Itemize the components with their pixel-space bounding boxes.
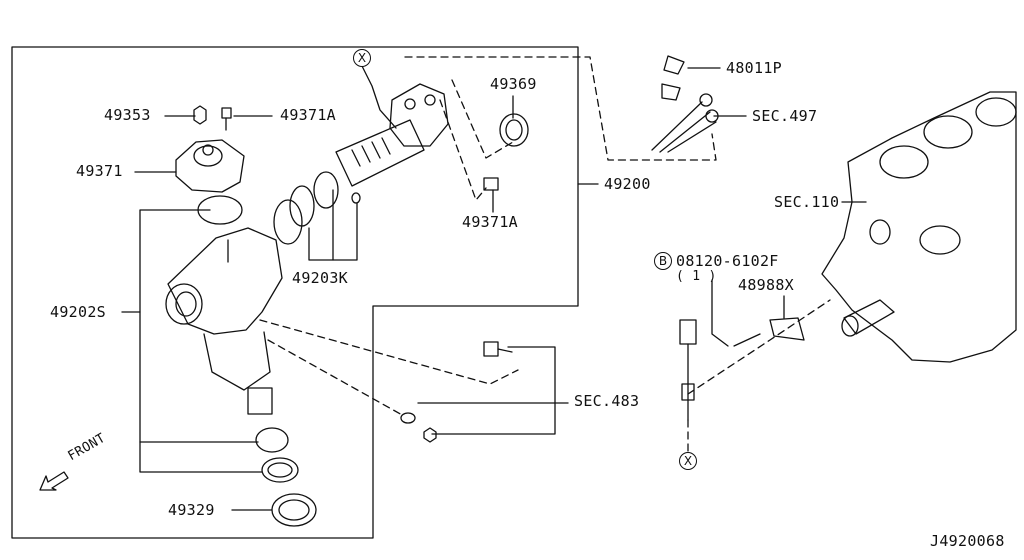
gear-lower <box>204 332 270 390</box>
block-boss <box>920 226 960 254</box>
clip-48011p <box>662 56 684 100</box>
label-49202s: 49202S <box>50 303 106 321</box>
label-bolt-qty: ( 1 ) <box>676 269 717 284</box>
valve-port-1 <box>405 99 415 109</box>
valve-hose <box>362 66 396 128</box>
washer-sec483 <box>401 413 415 423</box>
bore-3 <box>976 98 1016 126</box>
front-indicator: FRONT <box>36 431 132 494</box>
label-diagram-id: J4920068 <box>930 532 1005 550</box>
seal-49369-shape <box>500 114 528 146</box>
label-49200: 49200 <box>604 175 651 193</box>
oring-4 <box>352 193 360 203</box>
dash-hose-route <box>405 57 716 160</box>
bolt-sec483 <box>484 342 498 356</box>
label-sec497: SEC.497 <box>752 107 818 125</box>
connector-marker-top: X <box>353 49 371 67</box>
gear-housing <box>168 228 282 334</box>
dash-valve-link <box>440 100 486 200</box>
cover-49371-shape <box>176 140 244 192</box>
leader-sec483 <box>432 347 555 434</box>
block-nozzle-end <box>842 316 858 336</box>
block-port <box>870 220 890 244</box>
leader-49202s <box>140 210 262 472</box>
block-nozzle <box>844 300 894 334</box>
gear-port-inner <box>176 292 196 316</box>
valve-body <box>390 84 448 146</box>
label-08120-6102f: 08120-6102F <box>676 252 779 270</box>
assembly-frame <box>12 47 578 538</box>
gear-shaft <box>248 388 272 414</box>
bore-2 <box>924 116 972 148</box>
gear-port <box>166 284 202 324</box>
hose-fitting-2 <box>706 110 718 122</box>
bolt-prefix-circle: B <box>654 252 672 270</box>
label-49353: 49353 <box>104 106 151 124</box>
ring-49329-inner <box>279 500 309 520</box>
oring-3 <box>314 172 338 208</box>
hose-sec497 <box>652 102 716 152</box>
connector-body <box>680 320 696 344</box>
gasket-top <box>198 196 242 224</box>
label-48011p: 48011P <box>726 59 782 77</box>
dash-sec483-lower <box>268 340 404 416</box>
leader-bolt <box>712 280 728 346</box>
oring-2 <box>290 186 314 226</box>
cover-49371-hub <box>203 145 213 155</box>
bracket-48988x <box>770 318 804 340</box>
label-49369: 49369 <box>490 75 537 93</box>
bolt-49371a-mid-shape <box>484 178 498 190</box>
label-49371a-top: 49371A <box>280 106 336 124</box>
rack-teeth <box>352 138 390 166</box>
dash-49369-link <box>452 80 513 158</box>
ring-49329 <box>272 494 316 526</box>
ring-lower <box>262 458 298 482</box>
oring-1 <box>274 200 302 244</box>
hose-fitting-1 <box>700 94 712 106</box>
dash-bracket-link <box>688 300 830 394</box>
connector-marker-bottom: X <box>679 452 697 470</box>
harness-clip <box>682 384 694 400</box>
seal-49369-inner <box>506 120 522 140</box>
ring-lower-inner <box>268 463 292 477</box>
nut-sec483 <box>424 428 436 442</box>
label-sec483: SEC.483 <box>574 392 640 410</box>
valve-port-2 <box>425 95 435 105</box>
cover-49371-boss <box>194 146 222 166</box>
label-48988x: 48988X <box>738 276 794 294</box>
nut-49353-shape <box>194 106 206 124</box>
label-sec110: SEC.110 <box>774 193 840 211</box>
bolt-sec483-shank <box>498 349 512 352</box>
label-49203k: 49203K <box>292 269 348 287</box>
rack-housing <box>336 120 424 186</box>
dash-sec483-upper <box>260 320 518 384</box>
bolt-08120-shank <box>734 334 760 346</box>
bore-1 <box>880 146 928 178</box>
engine-block <box>822 92 1016 362</box>
label-49371: 49371 <box>76 162 123 180</box>
label-49329: 49329 <box>168 501 215 519</box>
bolt-49371a-shape <box>222 108 231 118</box>
label-49371a-mid: 49371A <box>462 213 518 231</box>
front-arrow-icon <box>36 438 132 494</box>
seal-lower <box>256 428 288 452</box>
